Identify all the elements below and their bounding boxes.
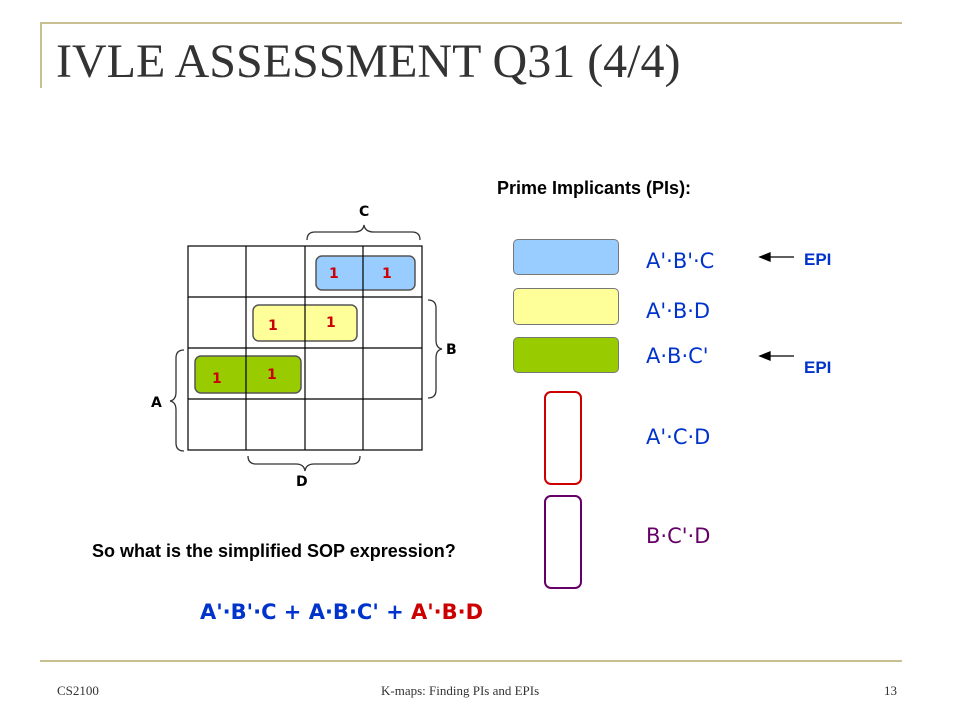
- slide-title: IVLE ASSESSMENT Q31 (4/4): [56, 35, 681, 88]
- answer-term-3: A'·B·D: [410, 600, 484, 624]
- kmap-one: 1: [326, 315, 336, 331]
- green-swatch: [513, 337, 619, 373]
- kmap-label-d: D: [296, 474, 308, 490]
- answer-term-2: A·B·C': [308, 600, 379, 624]
- kmap-label-c: C: [359, 204, 369, 220]
- footer-center: K-maps: Finding PIs and EPIs: [381, 683, 540, 698]
- epi-label-1: EPI: [804, 250, 832, 269]
- pi-expr-3: A·B·C': [646, 344, 709, 368]
- pi-expr-2: A'·B·D: [646, 299, 711, 323]
- group-green: [194, 355, 302, 394]
- epi-arrows: [758, 252, 794, 361]
- kmap-one: 1: [212, 371, 222, 387]
- pi-heading: Prime Implicants (PIs):: [497, 178, 692, 198]
- kmap-braces: [169, 224, 443, 472]
- top-rule: [40, 22, 902, 24]
- kmap-label-a: A: [151, 395, 162, 411]
- purple-box: [544, 495, 582, 589]
- kmap-grid: [187, 245, 423, 451]
- pi-expr-5: B·C'·D: [646, 524, 711, 548]
- footer-left: CS2100: [57, 683, 99, 698]
- kmap-one: 1: [382, 266, 392, 282]
- kmap-one: 1: [267, 367, 277, 383]
- epi-label-2: EPI: [804, 358, 832, 377]
- pi-expr-4: A'·C·D: [646, 425, 711, 449]
- group-blue: [315, 255, 416, 291]
- left-rule: [40, 22, 42, 88]
- kmap-label-b: B: [446, 342, 457, 358]
- brace-top-c: [306, 224, 421, 241]
- pi-expr-1: A'·B'·C: [646, 249, 715, 273]
- answer-plus-1: +: [276, 600, 309, 624]
- kmap-one: 1: [329, 266, 339, 282]
- footer-right: 13: [884, 683, 897, 698]
- answer-plus-2: +: [378, 600, 411, 624]
- blue-swatch: [513, 239, 619, 275]
- bottom-rule: [40, 660, 902, 662]
- brace-bottom-d: [247, 455, 361, 472]
- answer-term-1: A'·B'·C: [200, 600, 277, 624]
- question-text: So what is the simplified SOP expression…: [92, 541, 456, 561]
- yellow-swatch: [513, 288, 619, 325]
- answer-expression: A'·B'·C + A·B·C' + A'·B·D: [200, 600, 483, 624]
- red-box: [544, 391, 582, 485]
- brace-right-b: [427, 299, 443, 399]
- brace-left-a: [169, 349, 185, 452]
- kmap-one: 1: [268, 318, 278, 334]
